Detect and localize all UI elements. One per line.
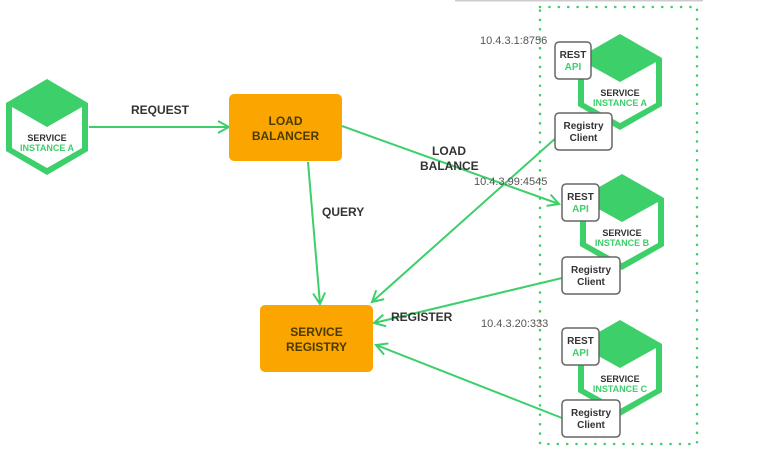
rest-api-label-1: REST <box>560 50 587 61</box>
registry-client-label-1: Registry <box>571 265 611 276</box>
rest-api-box <box>554 41 592 80</box>
registry-client-label-1: Registry <box>571 408 611 419</box>
edge-register-a <box>372 136 558 302</box>
edge-register-c <box>376 345 563 419</box>
registry-client-box <box>554 112 613 151</box>
edge-register-b <box>374 277 563 323</box>
service-registry-label-2: REGISTRY <box>286 340 347 354</box>
instance-hexagon-face <box>586 202 658 263</box>
service-instance-b: 10.4.3.99:4545 SERVICE INSTANCE B REST A… <box>474 174 664 295</box>
rest-api-label-1: REST <box>567 192 594 203</box>
registry-client-label-2: Client <box>570 133 598 144</box>
load-balancer-label-1: LOAD <box>269 114 303 128</box>
client-label-1: SERVICE <box>27 133 66 143</box>
client-label-2: INSTANCE A <box>20 143 75 153</box>
instance-hexagon-face <box>584 348 656 409</box>
edge-label-load-balance-1: LOAD <box>432 144 466 158</box>
instance-ip: 10.4.3.99:4545 <box>474 176 547 188</box>
edge-label-request: REQUEST <box>131 103 190 117</box>
registry-client-label-2: Client <box>577 277 605 288</box>
instance-ip: 10.4.3.20:333 <box>481 318 548 330</box>
instance-label-1: SERVICE <box>600 374 639 384</box>
instance-label-2: INSTANCE A <box>593 98 648 108</box>
rest-api-box <box>561 183 600 222</box>
instances-boundary <box>538 5 699 446</box>
service-registry-box <box>260 305 373 372</box>
service-instance-a: 10.4.3.1:8756 SERVICE INSTANCE A REST AP… <box>480 34 662 151</box>
rest-api-label-2: API <box>565 62 582 73</box>
edge-query <box>307 161 320 304</box>
load-balancer-box <box>229 94 342 161</box>
client-hexagon-face <box>12 107 82 168</box>
rest-api-label-1: REST <box>567 336 594 347</box>
edge-load-balance <box>341 125 559 204</box>
registry-client-label-1: Registry <box>563 121 603 132</box>
load-balancer-label-2: BALANCER <box>252 129 320 143</box>
registry-client-box <box>561 399 621 438</box>
service-registry-label-1: SERVICE <box>290 325 342 339</box>
edge-label-load-balance-2: BALANCE <box>420 159 479 173</box>
edges <box>89 125 563 419</box>
rest-api-label-2: API <box>572 204 589 215</box>
client-service-node: SERVICE INSTANCE A <box>6 79 88 175</box>
service-instance-c: 10.4.3.20:333 SERVICE INSTANCE C REST AP… <box>481 318 662 438</box>
instance-label-1: SERVICE <box>600 88 639 98</box>
instance-label-2: INSTANCE C <box>593 384 648 394</box>
registry-client-box <box>561 256 621 295</box>
load-balancer-node: LOAD BALANCER <box>229 94 342 161</box>
instance-label-1: SERVICE <box>602 228 641 238</box>
instance-ip: 10.4.3.1:8756 <box>480 35 547 47</box>
instance-label-2: INSTANCE B <box>595 238 650 248</box>
rest-api-label-2: API <box>572 348 589 359</box>
edge-label-query: QUERY <box>322 205 364 219</box>
rest-api-box <box>561 327 600 366</box>
service-registry-node: SERVICE REGISTRY <box>260 305 373 372</box>
registry-client-label-2: Client <box>577 420 605 431</box>
instance-hexagon-face <box>584 62 656 123</box>
edge-label-register: REGISTER <box>391 310 453 324</box>
